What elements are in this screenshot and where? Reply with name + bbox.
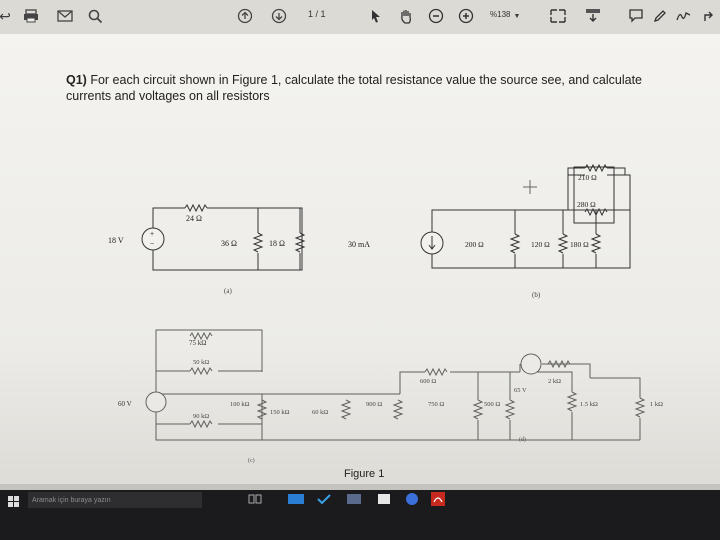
- resistor-b-120: [558, 233, 568, 254]
- resistor-b-210: [584, 163, 608, 173]
- page-down-icon[interactable]: [270, 6, 288, 26]
- circuit-c-r5: 60 kΩ: [312, 409, 328, 416]
- circuit-d-r6: 1 kΩ: [650, 401, 663, 408]
- resistor-c-50: [189, 366, 213, 376]
- svg-text:+: +: [150, 231, 154, 238]
- taskbar: Aramak için buraya yazın: [0, 490, 720, 540]
- fit-icon[interactable]: [548, 6, 568, 26]
- circuit-a-r1: 24 Ω: [186, 214, 202, 223]
- circuit-a-r2: 36 Ω: [221, 239, 237, 248]
- resistor-b-200: [510, 233, 520, 254]
- sign-icon[interactable]: [676, 6, 692, 26]
- viewer-toolbar: ↩ 1 / 1 %138 ▼: [0, 0, 720, 35]
- windows-start-icon[interactable]: [8, 496, 20, 511]
- circuit-b: [420, 163, 631, 269]
- resistor-c-60: [341, 399, 351, 420]
- move-cursor-icon: [523, 180, 537, 194]
- circuit-b-r3: 180 Ω: [570, 240, 589, 249]
- resistor-d-1k: [635, 397, 645, 418]
- question-text: For each circuit shown in Figure 1, calc…: [66, 73, 643, 103]
- document-page: [0, 34, 720, 484]
- question-label: Q1): [66, 73, 87, 87]
- taskbar-search-input[interactable]: Aramak için buraya yazın: [28, 492, 202, 508]
- circuit-c-label: (c): [248, 457, 255, 464]
- chevron-down-icon[interactable]: ▼: [513, 12, 521, 20]
- resistor-b-180: [591, 233, 601, 254]
- circuit-c-r3: 100 kΩ: [230, 401, 250, 408]
- resistor-d-2k: [547, 359, 571, 369]
- voltage-source-d: [520, 353, 542, 375]
- back-icon[interactable]: ↩: [0, 7, 11, 24]
- download-icon[interactable]: [584, 6, 602, 26]
- circuit-a: + −: [141, 203, 305, 271]
- page-up-icon[interactable]: [236, 6, 254, 26]
- resistor-b-280: [584, 207, 608, 217]
- resistor-d-600: [424, 367, 448, 377]
- resistor-a-18: [295, 232, 305, 253]
- circuit-a-r3: 18 Ω: [269, 239, 285, 248]
- resistor-d-500: [505, 399, 515, 420]
- circuit-b-r1: 200 Ω: [465, 240, 484, 249]
- circuit-c-source: 60 V: [118, 400, 132, 408]
- voltage-source-c: [145, 391, 167, 413]
- taskbar-app-circle-icon[interactable]: [404, 492, 420, 506]
- resistor-d-1-5k: [567, 391, 577, 412]
- resistor-c-900: [393, 399, 403, 420]
- resistor-c-90: [189, 419, 213, 429]
- circuit-d-r3: 500 Ω: [484, 401, 500, 408]
- circuit-b-label: (b): [532, 291, 541, 299]
- hand-icon[interactable]: [398, 6, 414, 26]
- printer-icon[interactable]: [22, 6, 40, 26]
- circuit-b-r5: 210 Ω: [578, 173, 597, 182]
- circuit-b-r4: 280 Ω: [577, 200, 596, 209]
- circuit-c: [145, 329, 403, 441]
- circuit-d-r-top: 900 Ω: [366, 401, 382, 408]
- zoom-in-icon[interactable]: [458, 6, 474, 26]
- mail-icon[interactable]: [56, 6, 74, 26]
- circuit-b-source: 30 mA: [348, 240, 370, 249]
- svg-text:−: −: [150, 241, 154, 248]
- taskbar-app-dark-icon[interactable]: [346, 492, 362, 506]
- pdf-reader-icon[interactable]: [430, 492, 446, 506]
- circuit-c-r4: 150 kΩ: [270, 409, 290, 416]
- resistor-a-24: [184, 203, 208, 213]
- circuit-a-source: 18 V: [108, 236, 124, 245]
- circuit-d-label: (d): [519, 436, 526, 443]
- circuit-a-label: (a): [224, 287, 232, 295]
- taskbar-app-check-icon[interactable]: [316, 492, 332, 506]
- circuit-c-r1: 75 kΩ: [189, 339, 206, 347]
- zoom-out-icon[interactable]: [428, 6, 444, 26]
- zoom-level[interactable]: %138: [490, 10, 511, 19]
- pen-icon[interactable]: [652, 6, 668, 26]
- circuit-d-r4: 2 kΩ: [548, 378, 561, 385]
- circuit-d-source: 65 V: [514, 387, 527, 394]
- circuit-c-r2: 50 kΩ: [193, 359, 209, 366]
- resistor-c-75: [189, 331, 213, 341]
- voltage-source-a: [141, 227, 165, 251]
- taskbar-app-blue-icon[interactable]: [288, 492, 304, 506]
- circuit-b-r2: 120 Ω: [531, 240, 550, 249]
- task-view-icon[interactable]: [248, 492, 264, 506]
- resistor-d-750: [473, 399, 483, 420]
- question-text-block: Q1) For each circuit shown in Figure 1, …: [66, 72, 646, 104]
- circuit-d: [399, 353, 645, 441]
- cursor-icon[interactable]: [368, 6, 384, 26]
- page-indicator[interactable]: 1 / 1: [308, 9, 326, 19]
- taskbar-app-gray-icon[interactable]: [376, 492, 392, 506]
- comment-icon[interactable]: [628, 6, 644, 26]
- circuit-d-r2: 750 Ω: [428, 401, 444, 408]
- circuit-d-r5: 1.5 kΩ: [580, 401, 598, 408]
- page-bottom-edge: [0, 484, 720, 492]
- circuit-b-box: [573, 166, 615, 224]
- circuit-d-r1: 600 Ω: [420, 378, 436, 385]
- figure-caption: Figure 1: [344, 468, 385, 480]
- circuit-c-r6: 90 kΩ: [193, 413, 209, 420]
- share-icon[interactable]: [702, 6, 718, 26]
- resistor-a-36: [253, 232, 263, 253]
- search-icon[interactable]: [86, 6, 104, 26]
